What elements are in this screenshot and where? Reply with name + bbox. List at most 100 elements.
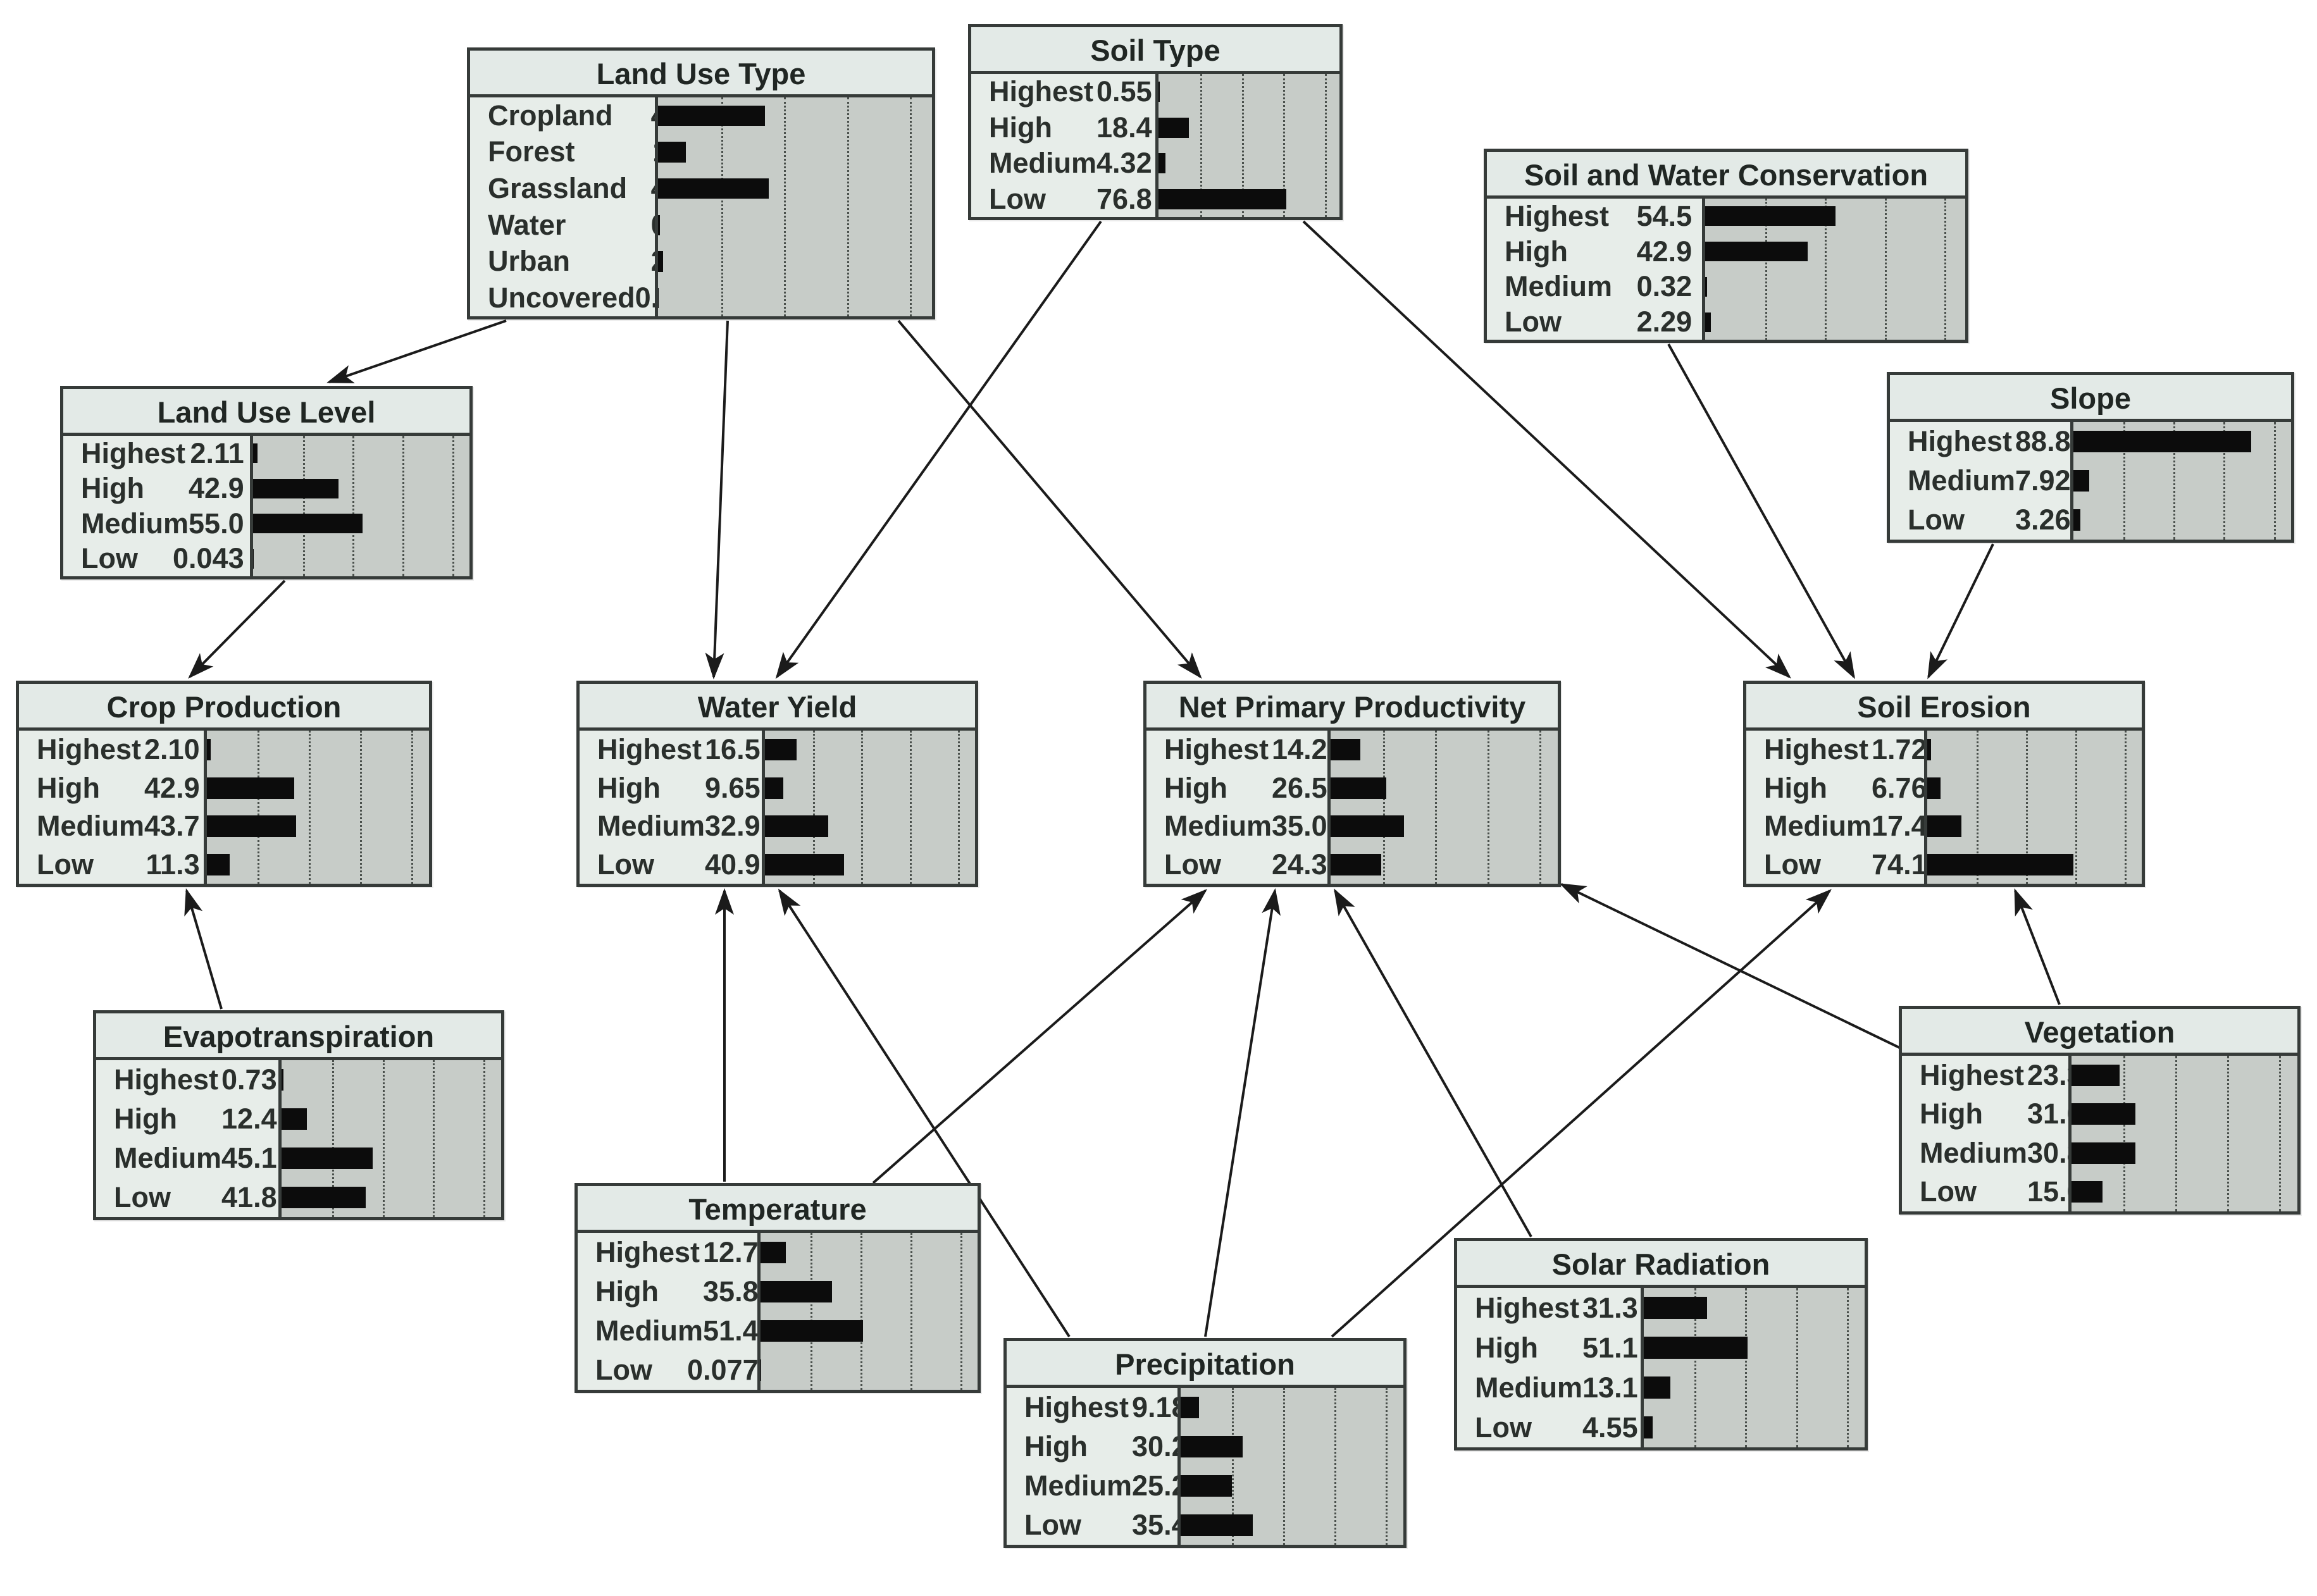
state-value: 45.1 (221, 1142, 277, 1174)
gridline (2124, 731, 2127, 884)
probability-bar (1643, 1296, 1708, 1320)
bar-row (764, 769, 976, 808)
probability-bar (1158, 117, 1190, 138)
state-label: Medium (81, 507, 189, 540)
gridline (2273, 422, 2276, 540)
state-label: Medium (114, 1142, 222, 1174)
probability-bar (1158, 189, 1287, 209)
state-label: Highest (1908, 425, 2013, 457)
gridline (861, 731, 864, 884)
bar-rows (1643, 1288, 1865, 1447)
probability-bar (1180, 1396, 1200, 1419)
probability-bar (1331, 777, 1386, 799)
probability-bar (1705, 276, 1708, 297)
gridline (910, 1233, 912, 1390)
bar-row (206, 769, 429, 808)
state-label: High (81, 472, 144, 505)
gridline (483, 1060, 486, 1217)
gridline (1435, 731, 1438, 884)
bar-row (1927, 769, 2142, 808)
edge-soil-type--soil-erosion (1302, 220, 1791, 679)
bar-row (1643, 1368, 1865, 1407)
bar-row (658, 97, 932, 134)
bar-rows (206, 731, 429, 884)
state-value: 26.5 (1272, 771, 1327, 804)
state-label: Low (595, 1354, 652, 1386)
bar-row (1158, 145, 1339, 182)
edge-slope--soil-erosion (1927, 543, 1994, 679)
probability-bar (206, 815, 296, 838)
state-label: Low (1908, 504, 1965, 536)
bar-rows (282, 1060, 501, 1217)
bar-row (206, 846, 429, 884)
bar-row (1180, 1427, 1403, 1466)
gridline (2075, 731, 2077, 884)
state-value: 2.11 (190, 436, 244, 469)
gridline (2123, 1056, 2125, 1211)
bar-row (658, 134, 932, 171)
node-title: Net Primary Productivity (1146, 684, 1558, 731)
gridline (847, 97, 849, 316)
gridline (302, 436, 305, 576)
probability-bar (1331, 815, 1404, 838)
gridline (1200, 74, 1202, 217)
state-label: High (1920, 1098, 1983, 1130)
state-label: High (1475, 1331, 1538, 1364)
state-value: 54.5 (1636, 199, 1693, 232)
gridline (1283, 1388, 1285, 1545)
probability-bar (1927, 815, 1962, 838)
probability-bar (2073, 430, 2252, 453)
state-value: 0.043 (172, 542, 244, 575)
state-value: 24.3 (1272, 848, 1327, 881)
node-land-use-type[interactable]: Land Use TypeCropland42.4Forest11.0Grass… (467, 47, 935, 319)
probability-bar (253, 514, 363, 534)
bar-rows (1180, 1388, 1403, 1545)
state-value: 31.3 (1582, 1291, 1638, 1324)
state-label: Urban (488, 245, 571, 278)
node-title: Soil Erosion (1746, 684, 2142, 731)
state-value: 4.55 (1582, 1411, 1638, 1444)
probability-bar (658, 142, 686, 163)
state-value: 13.1 (1582, 1371, 1638, 1404)
state-label: Medium (1908, 464, 2016, 497)
bar-row (2071, 1056, 2298, 1095)
node-title: Soil Type (971, 27, 1339, 74)
edge-soil-water-conservation--soil-erosion (1667, 343, 1855, 679)
edge-temperature--net-primary-productivity (872, 889, 1208, 1184)
probability-bar (282, 1186, 366, 1209)
bar-row (1331, 769, 1558, 808)
probability-bar (658, 214, 661, 235)
bar-row (282, 1099, 501, 1139)
probability-bar (764, 739, 797, 761)
